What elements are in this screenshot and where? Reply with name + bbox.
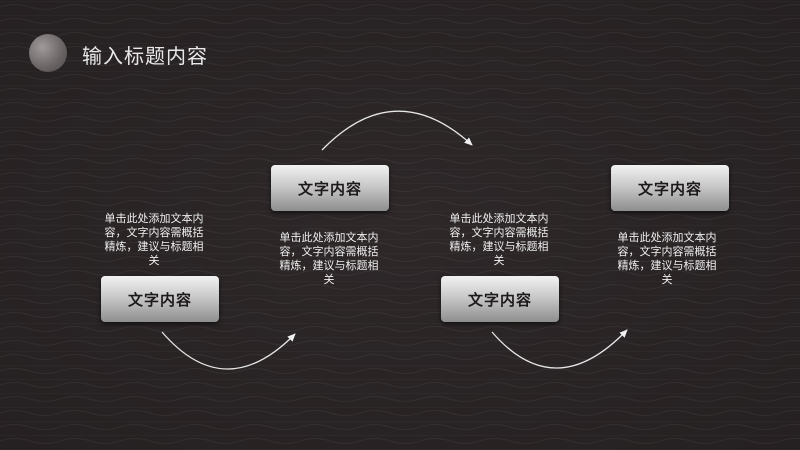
slide-title: 输入标题内容	[82, 44, 208, 68]
step-2-box: 文字内容	[271, 165, 389, 211]
step-1-description: 单击此处添加文本内容，文字内容需概括精炼，建议与标题相关	[104, 212, 204, 267]
arrow-step1-to-step2	[161, 331, 296, 370]
step-3-box: 文字内容	[441, 276, 559, 322]
step-2-description: 单击此处添加文本内容，文字内容需概括精炼，建议与标题相关	[279, 231, 379, 286]
step-4-description: 单击此处添加文本内容，文字内容需概括精炼，建议与标题相关	[617, 231, 717, 286]
arrow-step3-to-step4	[491, 329, 628, 369]
arrow-step2-to-step3	[321, 110, 473, 151]
step-4-box: 文字内容	[611, 165, 729, 211]
step-1-box: 文字内容	[101, 276, 219, 322]
step-3-description: 单击此处添加文本内容，文字内容需概括精炼，建议与标题相关	[449, 212, 549, 267]
title-bullet-circle	[29, 34, 67, 72]
